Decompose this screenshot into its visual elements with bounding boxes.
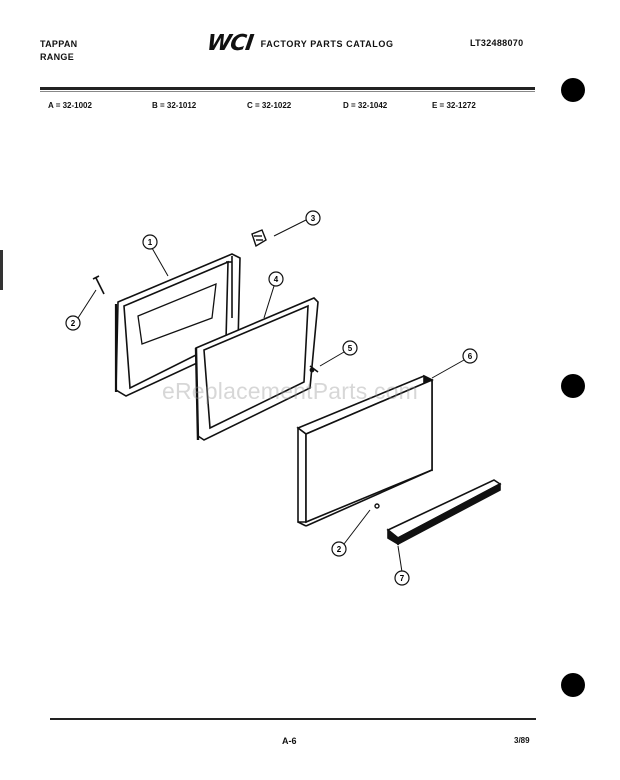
- callout-1-label: 1: [148, 238, 153, 247]
- door-inner-liner: [194, 297, 319, 441]
- screw-right: [309, 365, 319, 373]
- catalog-heading: WCI FACTORY PARTS CATALOG: [205, 31, 394, 56]
- door-outer-frame: [114, 253, 241, 397]
- callout-3: 3: [305, 210, 321, 226]
- product-type: RANGE: [40, 52, 75, 62]
- scan-edge-mark: [0, 250, 3, 290]
- revision-date: 3/89: [514, 736, 530, 745]
- leader-lines: [77, 219, 465, 573]
- binder-hole-bottom: [561, 673, 585, 697]
- catalog-number: LT32488070: [470, 38, 524, 48]
- callout-2a-label: 2: [71, 319, 76, 328]
- callout-2b: 2: [331, 541, 347, 557]
- clip-part: [251, 229, 267, 248]
- brand-block: TAPPAN RANGE: [40, 38, 77, 64]
- watermark: eReplacementParts.com: [162, 378, 419, 404]
- callout-7-label: 7: [400, 574, 405, 583]
- callout-2a: 2: [65, 315, 81, 331]
- callout-4: 4: [268, 271, 284, 287]
- footer-rule: [50, 718, 536, 720]
- callout-7: 7: [394, 570, 410, 586]
- model-e: E = 32-1272: [432, 101, 476, 110]
- binder-hole-middle: [561, 374, 585, 398]
- screw-left: [92, 275, 105, 295]
- handle-trim: [386, 479, 502, 546]
- header-rule-thin: [40, 91, 535, 92]
- callout-4-label: 4: [274, 275, 279, 284]
- callout-6: 6: [462, 348, 478, 364]
- callout-1: 1: [142, 234, 158, 250]
- callout-2b-label: 2: [337, 545, 342, 554]
- callout-5: 5: [342, 340, 358, 356]
- model-a: A = 32-1002: [48, 101, 92, 110]
- header-rule: [40, 87, 535, 90]
- brand-name: TAPPAN: [40, 39, 78, 49]
- callout-3-label: 3: [311, 214, 316, 223]
- catalog-title: FACTORY PARTS CATALOG: [260, 38, 394, 49]
- callout-6-label: 6: [468, 352, 473, 361]
- screw-bottom: [374, 503, 380, 509]
- callout-5-label: 5: [348, 344, 353, 353]
- model-b: B = 32-1012: [152, 101, 197, 110]
- page-number: A-6: [282, 736, 297, 746]
- model-c: C = 32-1022: [247, 101, 292, 110]
- binder-hole-top: [561, 78, 585, 102]
- model-d: D = 32-1042: [343, 101, 388, 110]
- door-panel: [296, 374, 434, 527]
